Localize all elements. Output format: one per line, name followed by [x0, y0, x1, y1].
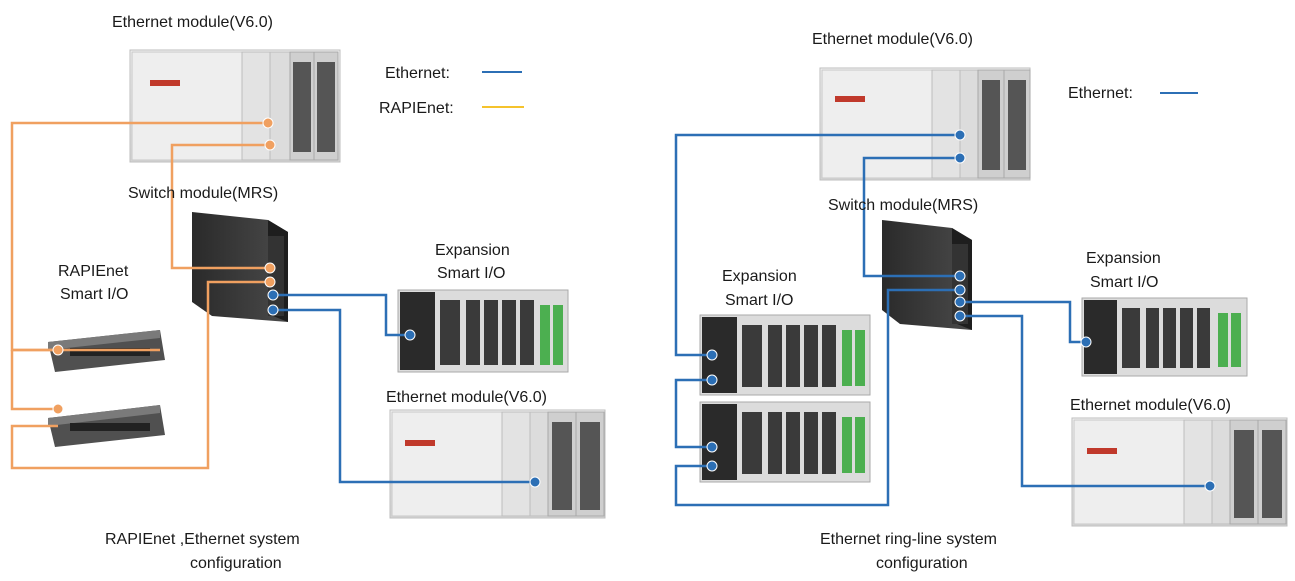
left-legend-ethernet-label: Ethernet: — [385, 65, 450, 82]
right-expansion-smartio-left-1 — [699, 314, 871, 396]
left-ethernet-module-bottom-label: Ethernet module(V6.0) — [386, 389, 547, 406]
left-expansion-label-1: Expansion — [435, 242, 510, 259]
left-rapienet-smartio-label-2: Smart I/O — [60, 286, 128, 303]
right-caption-line1: Ethernet ring-line system — [820, 531, 997, 548]
left-rapienet-ports — [52, 117, 276, 415]
right-ethernet-links — [674, 133, 1210, 507]
right-expansion-left-label-2: Smart I/O — [725, 292, 793, 309]
right-expansion-left-label-1: Expansion — [722, 268, 797, 285]
right-expansion-smartio-right — [1081, 297, 1248, 377]
left-rapienet-smartio-label-1: RAPIEnet — [58, 263, 129, 280]
left-ethernet-links — [273, 293, 535, 484]
left-caption-line2: configuration — [190, 555, 282, 572]
left-legend-rapienet-label: RAPIEnet: — [379, 100, 454, 117]
left-caption-line1: RAPIEnet ,Ethernet system — [105, 531, 300, 548]
left-top-ethernet-module — [129, 49, 341, 163]
right-ethernet-ports — [706, 129, 1216, 492]
left-title-top: Ethernet module(V6.0) — [112, 14, 273, 31]
right-expansion-right-label-1: Expansion — [1086, 250, 1161, 267]
left-expansion-label-2: Smart I/O — [437, 265, 505, 282]
right-expansion-right-label-2: Smart I/O — [1090, 274, 1158, 291]
right-expansion-smartio-left-2 — [699, 401, 871, 483]
left-ethernet-ports — [267, 289, 541, 488]
right-title-top: Ethernet module(V6.0) — [812, 31, 973, 48]
right-top-ethernet-module — [819, 67, 1031, 181]
right-ethernet-module-bottom-label: Ethernet module(V6.0) — [1070, 397, 1231, 414]
right-switch-label: Switch module(MRS) — [828, 197, 978, 214]
left-rapienet-smartio-2 — [48, 405, 165, 447]
right-caption-line2: configuration — [876, 555, 968, 572]
left-expansion-smartio — [397, 289, 569, 373]
left-switch-label: Switch module(MRS) — [128, 185, 278, 202]
right-legend-ethernet-label: Ethernet: — [1068, 85, 1133, 102]
right-bottom-ethernet-module — [1071, 417, 1288, 527]
left-bottom-ethernet-module — [389, 409, 606, 519]
left-rapienet-links — [10, 121, 270, 470]
